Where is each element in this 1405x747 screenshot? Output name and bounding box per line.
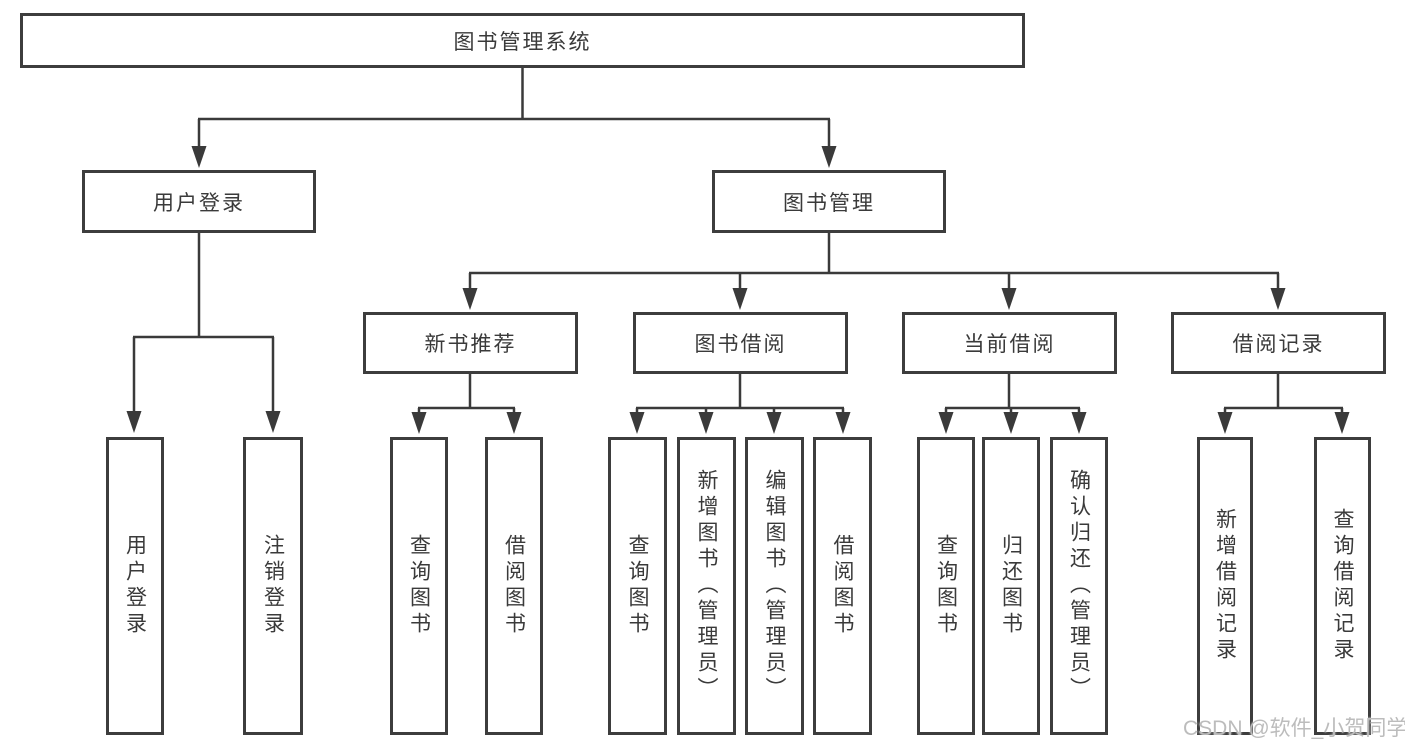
tree-connector-path — [132, 67, 1344, 415]
leaf-bb-borrow-book: 借阅图书 — [813, 437, 872, 735]
leaf-cb-query-book: 查询图书 — [917, 437, 975, 735]
borrow-records-node: 借阅记录 — [1171, 312, 1386, 374]
leaf-bb-query-book: 查询图书 — [608, 437, 667, 735]
current-borrow-node: 当前借阅 — [902, 312, 1117, 374]
leaf-cb-confirm-return-admin: 确认归还（管理员） — [1050, 437, 1108, 735]
leaf-user-login: 用户登录 — [106, 437, 164, 735]
leaf-nb-query-book: 查询图书 — [390, 437, 448, 735]
new-book-recommend-node: 新书推荐 — [363, 312, 578, 374]
leaf-nb-borrow-book: 借阅图书 — [485, 437, 543, 735]
book-borrow-node: 图书借阅 — [633, 312, 848, 374]
user-login-node: 用户登录 — [82, 170, 316, 233]
leaf-cb-return-book: 归还图书 — [982, 437, 1040, 735]
leaf-bb-add-book-admin: 新增图书（管理员） — [677, 437, 736, 735]
leaf-br-query-record: 查询借阅记录 — [1314, 437, 1371, 735]
leaf-bb-edit-book-admin: 编辑图书（管理员） — [745, 437, 804, 735]
leaf-br-add-record: 新增借阅记录 — [1197, 437, 1253, 735]
leaf-logout-login: 注销登录 — [243, 437, 303, 735]
root-node-library-system: 图书管理系统 — [20, 13, 1025, 68]
book-management-node: 图书管理 — [712, 170, 946, 233]
